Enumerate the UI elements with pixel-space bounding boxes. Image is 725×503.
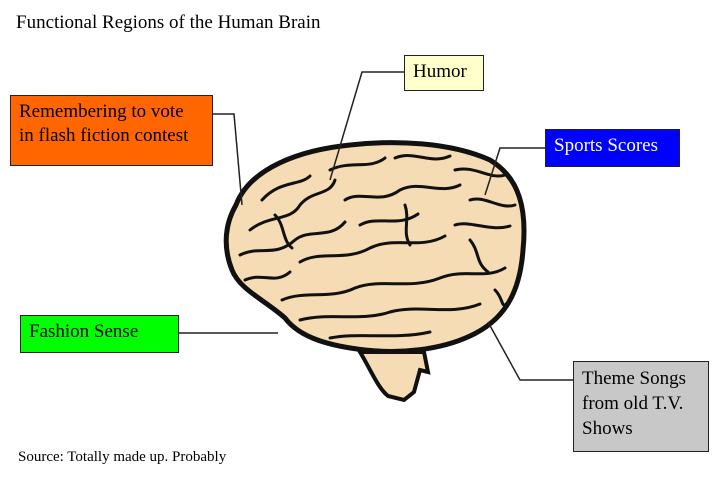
brainstem-shape	[356, 350, 431, 403]
callout-humor: Humor	[404, 55, 484, 91]
callout-sports: Sports Scores	[545, 129, 680, 167]
callout-fashion-line: Fashion Sense	[29, 321, 139, 342]
callout-sports-line: Sports Scores	[554, 135, 658, 156]
callout-theme-line-2: from old T.V.	[582, 393, 684, 414]
diagram-title: Functional Regions of the Human Brain	[16, 12, 321, 33]
callout-humor-line: Humor	[413, 61, 467, 82]
callout-vote-line-1: Remembering to vote	[19, 101, 184, 122]
callout-vote: Remembering to vote in flash fiction con…	[10, 95, 213, 166]
callout-fashion: Fashion Sense	[20, 315, 179, 353]
leader-line-sports	[484, 147, 545, 196]
source-note: Source: Totally made up. Probably	[18, 449, 227, 465]
leader-line-theme	[487, 321, 573, 381]
leader-line-vote	[213, 113, 243, 206]
callout-theme-line-3: Shows	[582, 418, 633, 439]
leader-lines	[179, 71, 573, 381]
callout-theme-songs: Theme Songs from old T.V. Shows	[573, 361, 709, 452]
leader-line-humor	[329, 71, 404, 181]
callout-theme-line-1: Theme Songs	[582, 368, 686, 389]
brain-folds	[238, 154, 517, 340]
callout-vote-line-2: in flash fiction contest	[19, 125, 189, 146]
